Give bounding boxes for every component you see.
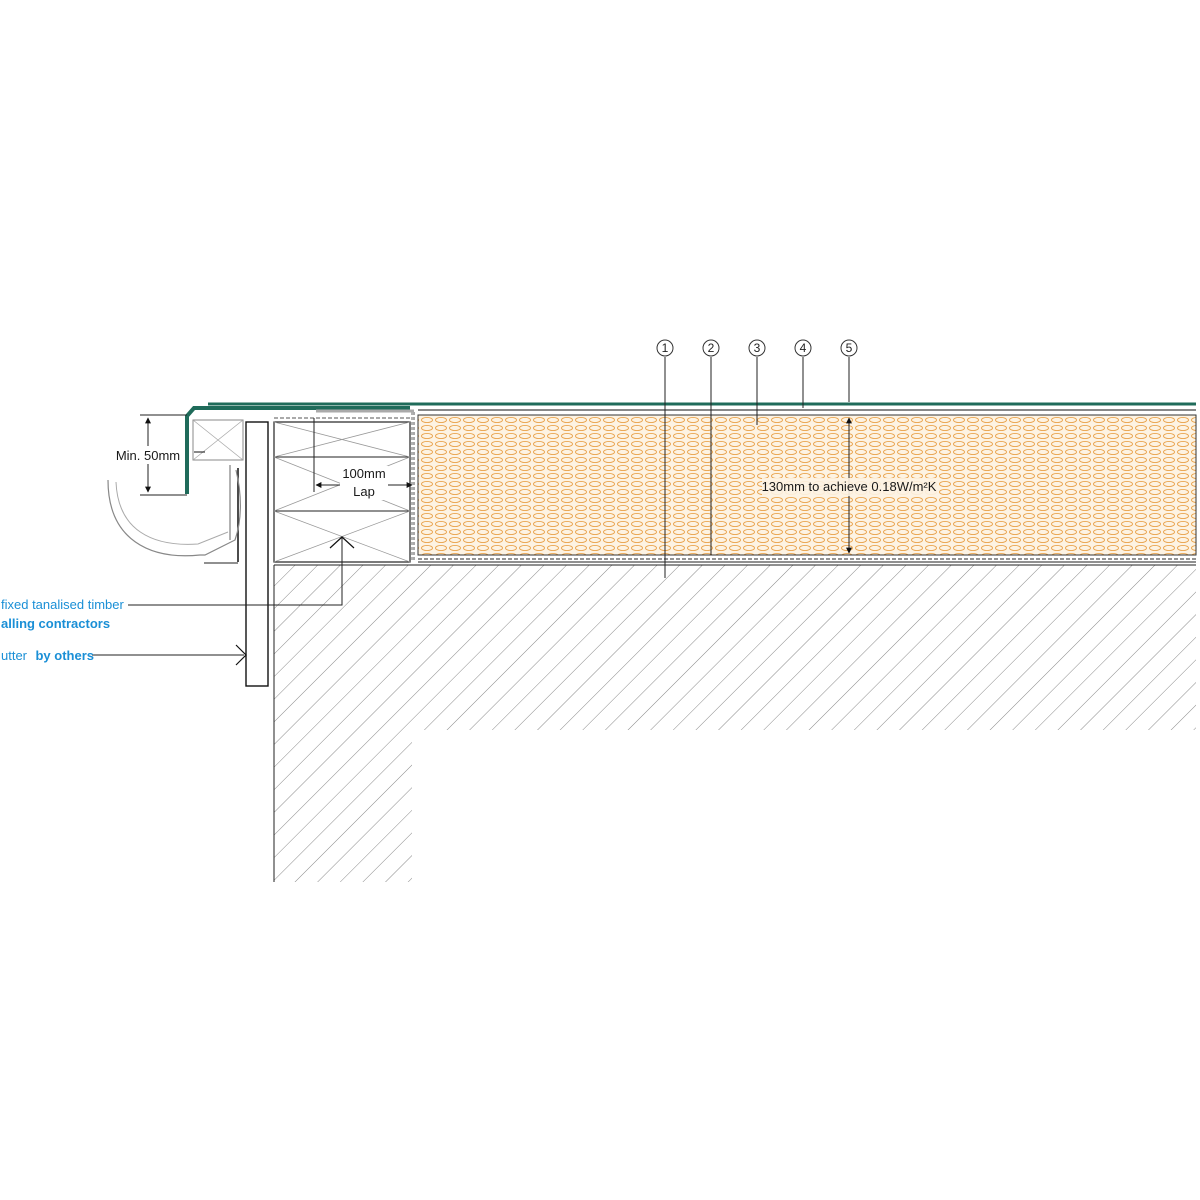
- gutter: [107, 469, 241, 564]
- note-gutter-prefix: utter: [1, 648, 28, 663]
- membrane-edge-trim: [185, 402, 1196, 494]
- dimension-insulation: 130mm to achieve 0.18W/m²K: [762, 417, 938, 554]
- callout-bubble-2: 2: [702, 339, 720, 357]
- note-gutter: utter by others: [1, 644, 247, 666]
- callout-leaders: [664, 357, 850, 578]
- dimension-label: 130mm to achieve 0.18W/m²K: [762, 479, 937, 494]
- dimension-min-height: Min. 50mm: [114, 414, 187, 496]
- callout-bubble-5: 5: [840, 339, 858, 357]
- callout-number: 4: [800, 341, 807, 355]
- callout-bubble-4: 4: [794, 339, 812, 357]
- note-gutter-suffix: by others: [35, 648, 94, 663]
- drip-batten: [192, 419, 244, 562]
- vapour-control-layer: [413, 412, 1196, 563]
- callout-number: 3: [754, 341, 761, 355]
- callout-bubble-1: 1: [656, 339, 674, 357]
- dimension-lap: 100mm Lap: [313, 418, 413, 500]
- note-timber: fixed tanalised timber alling contractor…: [1, 536, 355, 631]
- callout-number: 1: [662, 341, 669, 355]
- structure-hatch: [273, 564, 1196, 882]
- callout-bubble-3: 3: [748, 339, 766, 357]
- note-line: fixed tanalised timber: [1, 597, 125, 612]
- dimension-label-line1: 100mm: [342, 466, 385, 481]
- dimension-label: Min. 50mm: [116, 448, 180, 463]
- dimension-label-line2: Lap: [353, 484, 375, 499]
- fascia-board: [245, 421, 269, 687]
- callout-number: 5: [846, 341, 853, 355]
- note-line: utter by others: [1, 647, 94, 664]
- note-line-bold: alling contractors: [1, 616, 110, 631]
- callout-number: 2: [708, 341, 715, 355]
